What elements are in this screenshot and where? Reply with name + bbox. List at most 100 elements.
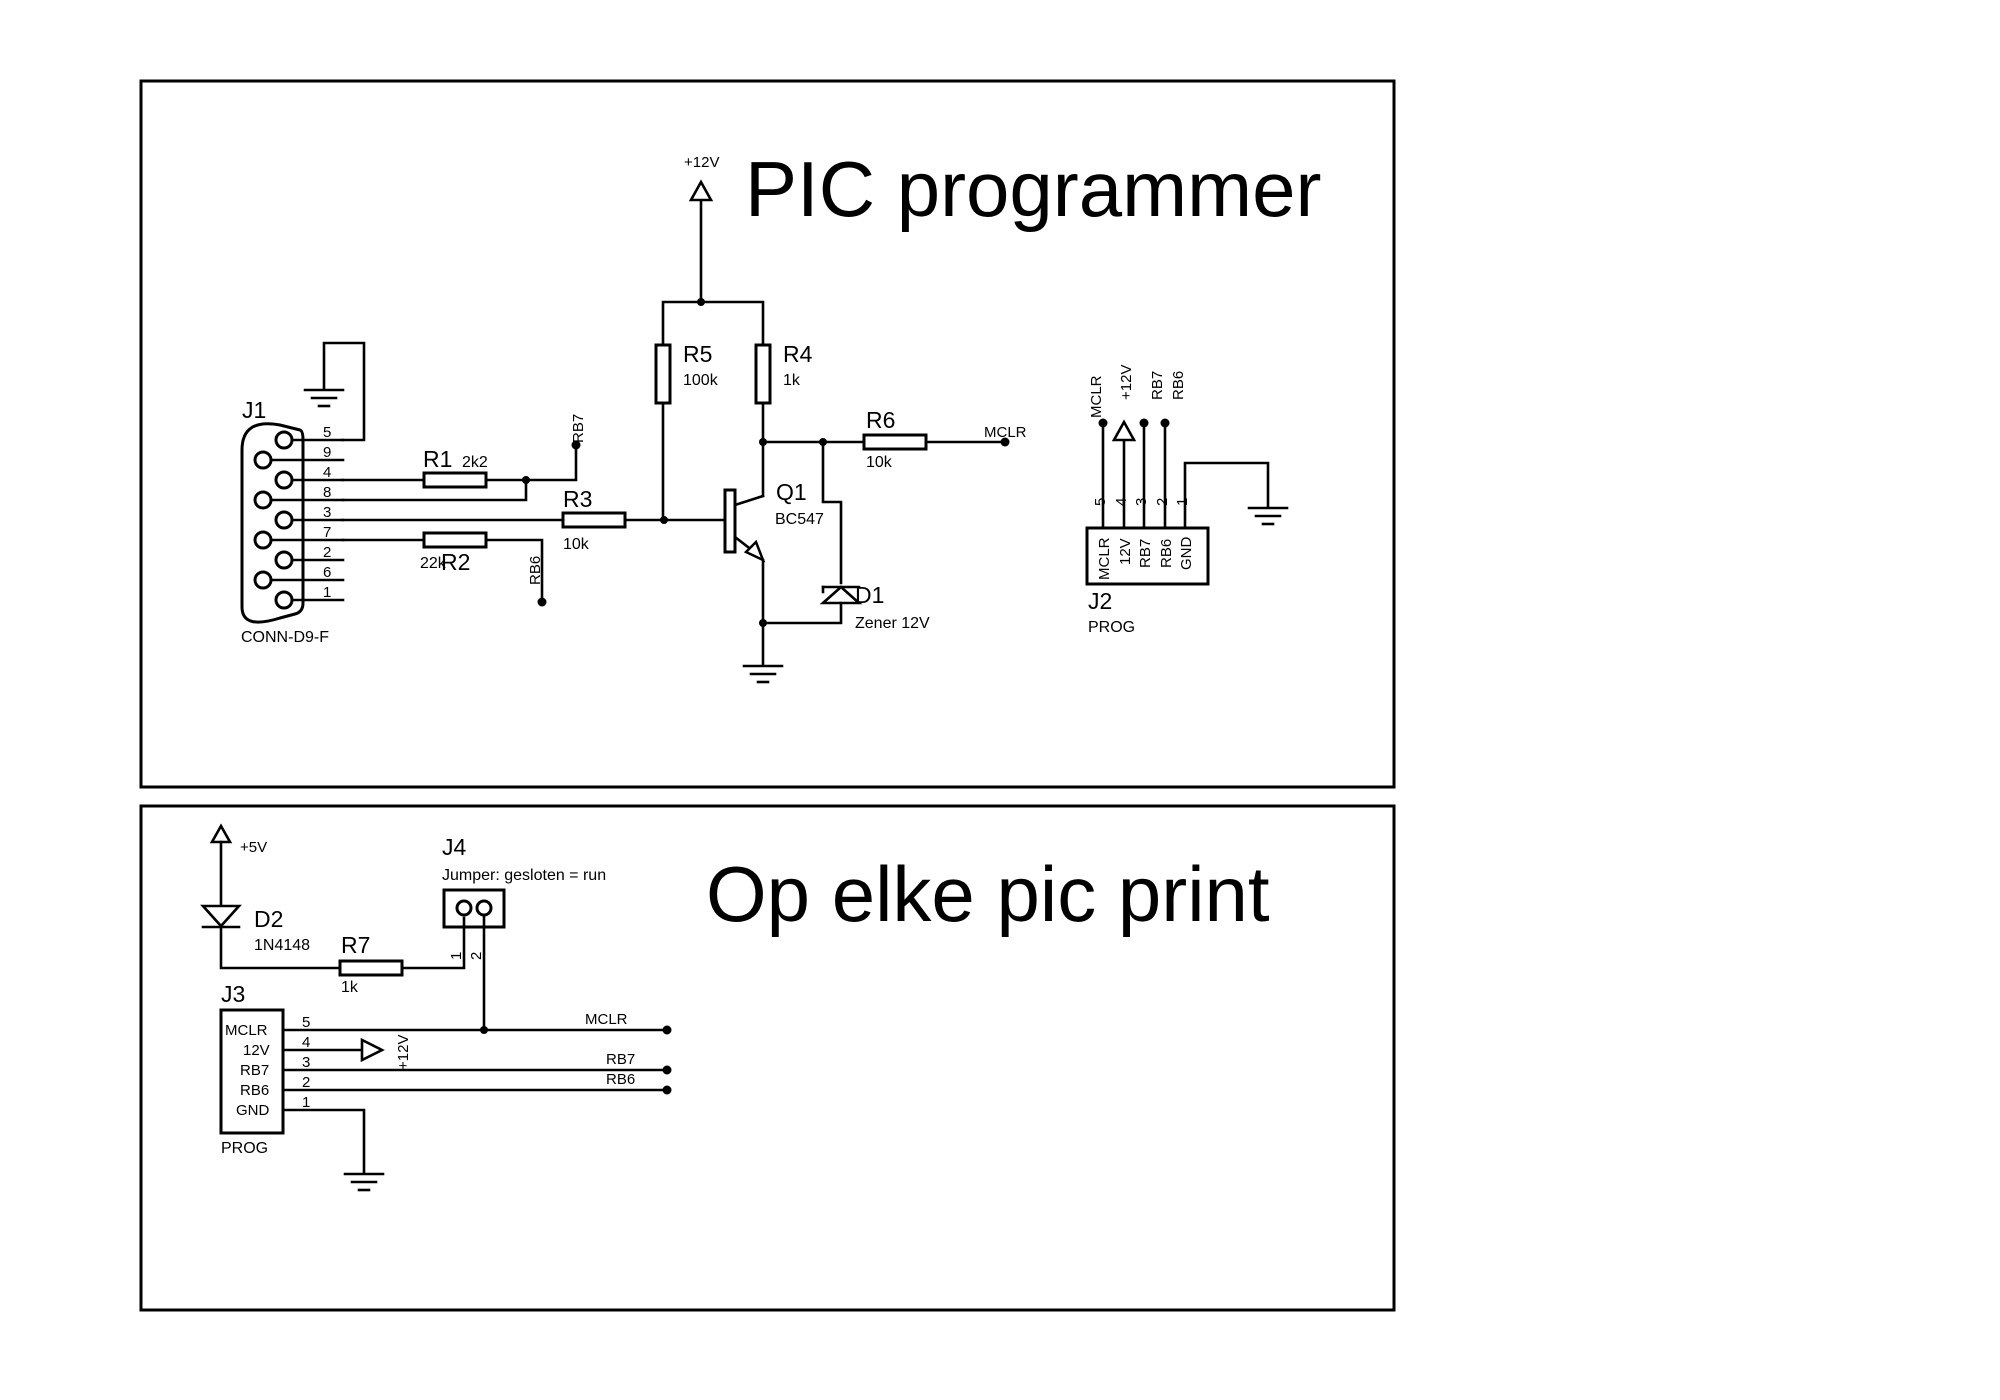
wire-12v-rail bbox=[661, 300, 765, 347]
j2-net-mclr: MCLR bbox=[1088, 375, 1105, 418]
j1-pin-5: 5 bbox=[323, 424, 331, 441]
j2-pin-num-3: 3 bbox=[1133, 498, 1150, 506]
j3-pin-num-3: 3 bbox=[302, 1054, 310, 1071]
mclr-net-terminal-top bbox=[1000, 437, 1010, 447]
d1-value: Zener 12V bbox=[855, 615, 930, 632]
r3-body bbox=[561, 511, 627, 529]
rb7-net-terminal bbox=[571, 440, 581, 450]
rb6-net-terminal-bottom bbox=[662, 1085, 672, 1095]
r6-ref: R6 bbox=[866, 407, 895, 433]
j3-pin-num-5: 5 bbox=[302, 1014, 310, 1031]
plus12v-arrow-top bbox=[688, 179, 714, 304]
rb6-net-label-bottom: RB6 bbox=[606, 1071, 635, 1088]
j2-value: PROG bbox=[1088, 619, 1135, 636]
j1-pin-4: 4 bbox=[323, 464, 331, 481]
j3-pin-gnd: GND bbox=[236, 1102, 270, 1119]
r7-ref: R7 bbox=[341, 932, 370, 958]
rb7-net-label: RB7 bbox=[570, 414, 587, 443]
j2-pin-rb6: RB6 bbox=[1158, 539, 1175, 568]
j4-pin2-circle bbox=[475, 899, 493, 917]
j2-pin-mclr: MCLR bbox=[1096, 537, 1113, 580]
ground-symbol-q1 bbox=[742, 621, 784, 684]
j3-body bbox=[219, 1008, 285, 1135]
j2-pin-num-2: 2 bbox=[1154, 498, 1171, 506]
r6-value: 10k bbox=[866, 454, 893, 471]
j2-net-12v: +12V bbox=[1118, 365, 1135, 400]
r1-body bbox=[422, 471, 488, 489]
wire-r1-j1p8 bbox=[341, 478, 528, 502]
j1-pin-6: 6 bbox=[323, 564, 331, 581]
j2-body bbox=[1085, 526, 1210, 586]
mclr-net-label-top: MCLR bbox=[984, 424, 1027, 441]
j4-pin-1: 1 bbox=[448, 952, 465, 960]
mclr-net-label-bottom: MCLR bbox=[585, 1011, 628, 1028]
plus5v-arrow bbox=[209, 823, 233, 908]
r2-value: 22k bbox=[420, 555, 447, 572]
d1-ref: D1 bbox=[855, 582, 884, 608]
q1-value: BC547 bbox=[775, 511, 824, 528]
r5-ref: R5 bbox=[683, 341, 712, 367]
j4-value: Jumper: gesloten = run bbox=[442, 867, 606, 884]
j1-pin-8: 8 bbox=[323, 484, 331, 501]
d2-ref: D2 bbox=[254, 906, 283, 932]
r4-ref: R4 bbox=[783, 341, 813, 367]
wire-r2-rb6 bbox=[484, 538, 544, 604]
j4-pin1-circle bbox=[455, 899, 473, 917]
r7-value: 1k bbox=[341, 979, 359, 996]
j1-connector bbox=[240, 422, 345, 624]
r2-ref: R2 bbox=[441, 549, 470, 575]
wire-rb7-net bbox=[524, 443, 578, 482]
j2-rb6-terminal bbox=[1160, 418, 1170, 428]
j2-pin-12v: 12V bbox=[1117, 538, 1134, 565]
d2-value: 1N4148 bbox=[254, 937, 310, 954]
r3-value: 10k bbox=[563, 536, 590, 553]
r7-body bbox=[338, 959, 404, 977]
rb7-net-terminal-bottom bbox=[662, 1065, 672, 1075]
j3-pin-mclr: MCLR bbox=[225, 1022, 268, 1039]
bottom-frame bbox=[139, 804, 1396, 1312]
d1-zener bbox=[761, 440, 863, 625]
d2-diode bbox=[200, 904, 342, 970]
j1-pin-3: 3 bbox=[323, 504, 331, 521]
j2-pin-num-1: 1 bbox=[1174, 498, 1191, 506]
j3-value: PROG bbox=[221, 1140, 268, 1157]
plus12v-arrow-bottom bbox=[281, 1037, 385, 1063]
j2-ref: J2 bbox=[1088, 588, 1112, 614]
j3-pin-rb6: RB6 bbox=[240, 1082, 269, 1099]
j3-pin-num-4: 4 bbox=[302, 1034, 310, 1051]
r4-body bbox=[754, 343, 772, 405]
rb7-net-label-bottom: RB7 bbox=[606, 1051, 635, 1068]
j3-pin-num-2: 2 bbox=[302, 1074, 310, 1091]
j1-pin-7: 7 bbox=[323, 524, 331, 541]
plus5v-label: +5V bbox=[240, 839, 267, 856]
r5-value: 100k bbox=[683, 372, 719, 389]
j2-pin-num-4: 4 bbox=[1113, 498, 1130, 506]
r4-value: 1k bbox=[783, 372, 801, 389]
rb6-net-label: RB6 bbox=[527, 556, 544, 585]
rb6-net-terminal bbox=[537, 597, 547, 607]
ground-symbol-j3 bbox=[281, 1108, 385, 1192]
ground-symbol-j1 bbox=[303, 341, 366, 442]
r6-body bbox=[862, 433, 928, 451]
r1-ref: R1 bbox=[423, 446, 452, 472]
j4-body bbox=[442, 888, 506, 929]
j2-pin-gnd: GND bbox=[1178, 537, 1195, 571]
j2-net-rb7: RB7 bbox=[1149, 371, 1166, 400]
j1-pin-2: 2 bbox=[323, 544, 331, 561]
r5-body bbox=[654, 343, 672, 405]
j2-rb7-terminal bbox=[1139, 418, 1149, 428]
r2-body bbox=[422, 531, 488, 549]
plus12v-label-bottom: +12V bbox=[395, 1035, 412, 1070]
j4-ref: J4 bbox=[442, 834, 467, 860]
j1-value: CONN-D9-F bbox=[241, 629, 329, 646]
r3-ref: R3 bbox=[563, 486, 592, 512]
j2-pin-lines bbox=[1101, 419, 1289, 530]
j2-mclr-terminal bbox=[1098, 418, 1108, 428]
wire-r7-j4 bbox=[400, 916, 466, 970]
j1-ref: J1 bbox=[242, 397, 266, 423]
q1-ref: Q1 bbox=[776, 479, 807, 505]
j2-net-rb6: RB6 bbox=[1170, 371, 1187, 400]
j2-pin-num-5: 5 bbox=[1092, 498, 1109, 506]
top-frame bbox=[139, 79, 1396, 789]
